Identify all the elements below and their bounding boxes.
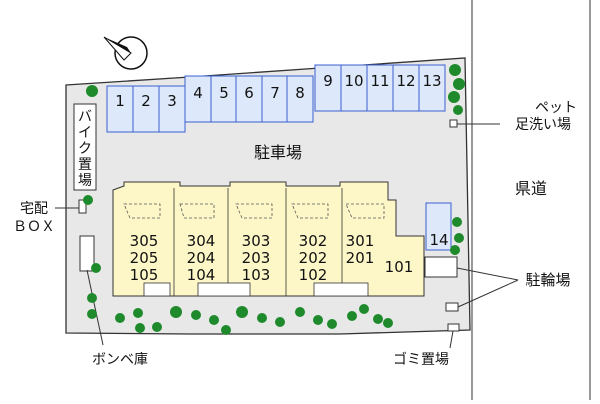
room-103: 103 bbox=[242, 266, 271, 284]
tree bbox=[347, 311, 357, 321]
tree bbox=[257, 313, 267, 323]
tree bbox=[313, 315, 323, 325]
bike-area-char-1: バ bbox=[78, 109, 92, 125]
tree bbox=[152, 322, 162, 332]
tree bbox=[450, 245, 460, 255]
road-label: 県道 bbox=[515, 179, 547, 198]
parking-space-8: 8 bbox=[295, 84, 305, 102]
parking-space-6: 6 bbox=[244, 84, 254, 102]
delivery-box-line1: 宅配 bbox=[20, 201, 48, 217]
lot-label: 駐車場 bbox=[254, 143, 302, 162]
room-301: 301 bbox=[346, 232, 375, 250]
tree bbox=[170, 306, 182, 318]
bicycle-parking: 駐輪場 bbox=[424, 256, 571, 312]
delivery-box-line2: ＢＯＸ bbox=[13, 219, 55, 235]
room-203: 203 bbox=[242, 249, 271, 267]
parking-space-1: 1 bbox=[115, 92, 125, 110]
room-202: 202 bbox=[299, 249, 328, 267]
bike-area-char-4: 置 bbox=[78, 157, 92, 173]
tree bbox=[454, 233, 464, 243]
pet-wash-line2: 足洗い場 bbox=[515, 117, 571, 133]
room-302: 302 bbox=[299, 232, 328, 250]
pet-wash: ペット 足洗い場 bbox=[449, 100, 577, 133]
tree bbox=[221, 325, 231, 335]
room-101: 101 bbox=[385, 258, 414, 276]
gas-storage: ボンベ庫 bbox=[79, 235, 148, 368]
tree bbox=[135, 323, 145, 333]
room-201: 201 bbox=[346, 249, 375, 267]
tree bbox=[115, 313, 125, 323]
tree bbox=[453, 105, 463, 115]
tree bbox=[327, 319, 337, 329]
tree bbox=[452, 217, 462, 227]
building bbox=[112, 181, 425, 297]
tree bbox=[191, 310, 201, 320]
gas-storage-label: ボンベ庫 bbox=[92, 351, 148, 368]
parking-space-12: 12 bbox=[396, 72, 415, 90]
parking-space-10: 10 bbox=[344, 72, 363, 90]
bike-area-char-3: ク bbox=[78, 141, 92, 157]
tree bbox=[275, 317, 285, 327]
room-104: 104 bbox=[187, 266, 216, 284]
room-205: 205 bbox=[130, 249, 159, 267]
bicycle-parking-label: 駐輪場 bbox=[525, 271, 570, 289]
bike-area: バ イ ク 置 場 bbox=[73, 103, 97, 191]
north-arrow-icon bbox=[103, 36, 148, 70]
tree bbox=[448, 91, 460, 103]
room-204: 204 bbox=[187, 249, 216, 267]
garbage-label: ゴミ置場 bbox=[393, 351, 449, 368]
tree bbox=[359, 304, 369, 314]
bike-area-char-2: イ bbox=[78, 125, 92, 141]
parking-space-5: 5 bbox=[219, 84, 229, 102]
room-304: 304 bbox=[187, 232, 216, 250]
parking-space-4: 4 bbox=[193, 84, 203, 102]
tree bbox=[87, 309, 97, 319]
tree bbox=[133, 308, 143, 318]
room-303: 303 bbox=[242, 232, 271, 250]
tree bbox=[87, 293, 97, 303]
road: 県道 bbox=[471, 0, 591, 400]
pet-wash-line1: ペット bbox=[535, 100, 577, 116]
parking-space-3: 3 bbox=[167, 92, 177, 110]
parking-space-11: 11 bbox=[370, 72, 389, 90]
tree bbox=[449, 64, 461, 76]
parking-row: 1 2 3 4 5 6 7 8 9 10 11 12 13 14 bbox=[106, 64, 452, 251]
tree bbox=[83, 195, 93, 205]
parking-space-14: 14 bbox=[429, 231, 448, 249]
tree bbox=[373, 314, 383, 324]
room-102: 102 bbox=[299, 266, 328, 284]
parking-space-9: 9 bbox=[323, 72, 333, 90]
parking-space-2: 2 bbox=[141, 92, 151, 110]
parking-space-13: 13 bbox=[422, 72, 441, 90]
room-numbers: 305 205 105 304 204 104 303 203 103 302 … bbox=[130, 232, 414, 284]
tree bbox=[236, 306, 248, 318]
tree bbox=[91, 263, 101, 273]
tree bbox=[453, 78, 465, 90]
tree bbox=[86, 85, 98, 97]
trees bbox=[83, 64, 465, 335]
parking-space-7: 7 bbox=[270, 84, 280, 102]
bike-area-char-5: 場 bbox=[78, 173, 92, 189]
room-305: 305 bbox=[130, 232, 159, 250]
tree bbox=[295, 307, 305, 317]
room-105: 105 bbox=[130, 266, 159, 284]
tree bbox=[383, 318, 393, 328]
tree bbox=[209, 315, 219, 325]
delivery-box: 宅配 ＢＯＸ bbox=[13, 199, 87, 235]
garbage-area: ゴミ置場 bbox=[393, 323, 460, 368]
